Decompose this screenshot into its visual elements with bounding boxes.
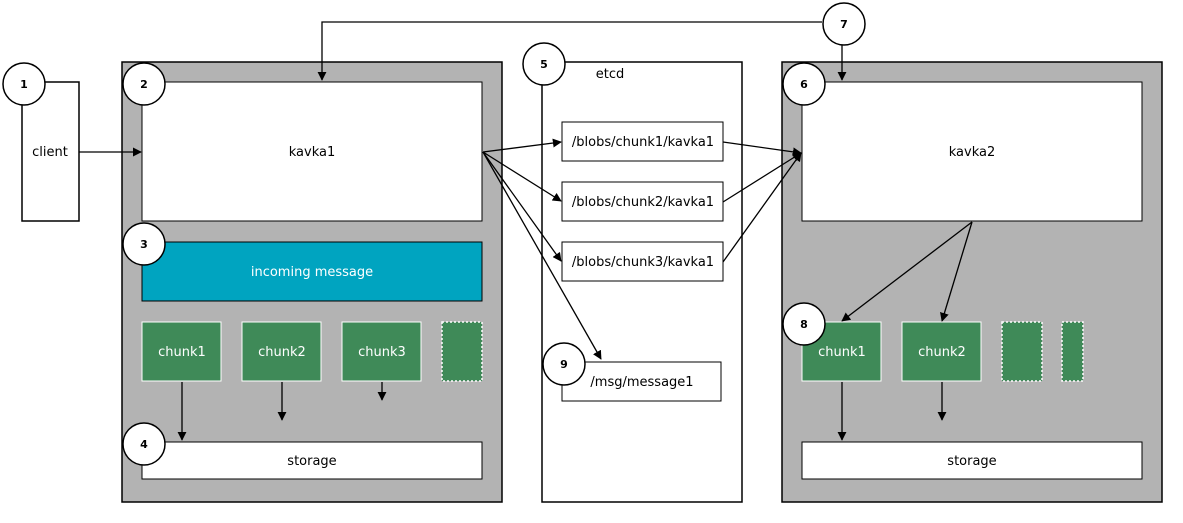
kavka1-chunk-label: chunk2 [258, 345, 306, 360]
kavka2-storage-box [801, 441, 1143, 480]
step-number: 8 [800, 318, 808, 331]
step-number: 9 [560, 358, 568, 371]
kavka2-chunk-box [901, 321, 982, 382]
step-number: 6 [800, 78, 808, 91]
kavka2-chunk-label: chunk2 [918, 345, 966, 360]
kavka1-label: kavka1 [289, 145, 336, 160]
key-to-kavka2-arrow [722, 152, 802, 263]
kavka1-to-key-arrow [482, 151, 562, 202]
etcd-key-label: /blobs/chunk3/kavka1 [572, 255, 714, 270]
etcd-message-box [561, 361, 722, 402]
key-to-kavka2-arrow [722, 141, 802, 157]
kavka1-pending-chunk [441, 321, 483, 382]
kavka2-pending-chunk [1061, 321, 1084, 382]
step-marker-3: 3 [122, 222, 166, 266]
key-to-kavka2-arrow [722, 152, 802, 203]
step-marker-5: 5 [522, 42, 566, 86]
step-marker-9: 9 [542, 342, 586, 386]
kavka1-chunk-box [141, 321, 222, 382]
etcd-key-box [561, 181, 724, 222]
etcd-key-box [561, 241, 724, 282]
kavka1-chunk-label: chunk1 [158, 345, 206, 360]
step-number: 3 [140, 238, 148, 251]
kavka2-pending-chunk [1001, 321, 1043, 382]
kavka2-label: kavka2 [949, 145, 996, 160]
etcd-title: etcd [596, 67, 625, 82]
kavka1-to-key-arrow [482, 138, 562, 153]
step-number: 1 [20, 78, 28, 91]
step-marker-6: 6 [782, 62, 826, 106]
step-marker-2: 2 [122, 62, 166, 106]
kavka1-chunk-box [241, 321, 322, 382]
watch-arrow [317, 21, 822, 81]
kavka2-chunk-label: chunk1 [818, 345, 866, 360]
kavka1-to-key-arrow [482, 151, 562, 262]
kavka1-to-message-arrow [482, 151, 602, 360]
incoming-message-box [141, 241, 483, 302]
step-marker-7: 7 [822, 2, 866, 46]
etcd-key-label: /blobs/chunk1/kavka1 [572, 135, 714, 150]
kavka2-storage-label: storage [947, 454, 996, 469]
incoming-message-label: incoming message [251, 265, 373, 280]
etcd-key-box [561, 121, 724, 162]
step-number: 2 [140, 78, 148, 91]
kavka1-chunk-label: chunk3 [358, 345, 406, 360]
client-label: client [32, 145, 68, 160]
step-number: 7 [840, 18, 848, 31]
kavka1-chunk-box [341, 321, 422, 382]
kavka2-to-chunk-arrow [841, 221, 973, 322]
step-marker-1: 1 [2, 62, 46, 106]
step-number: 4 [140, 438, 148, 451]
step-number: 5 [540, 58, 548, 71]
etcd-message-label: /msg/message1 [590, 375, 693, 390]
step-marker-4: 4 [122, 422, 166, 466]
kavka1-storage-box [141, 441, 483, 480]
step-marker-8: 8 [782, 302, 826, 346]
etcd-key-label: /blobs/chunk2/kavka1 [572, 195, 714, 210]
kavka1-box [141, 81, 483, 222]
kavka2-to-chunk-arrow [940, 221, 973, 322]
kavka2-box [801, 81, 1143, 222]
kavka1-storage-label: storage [287, 454, 336, 469]
